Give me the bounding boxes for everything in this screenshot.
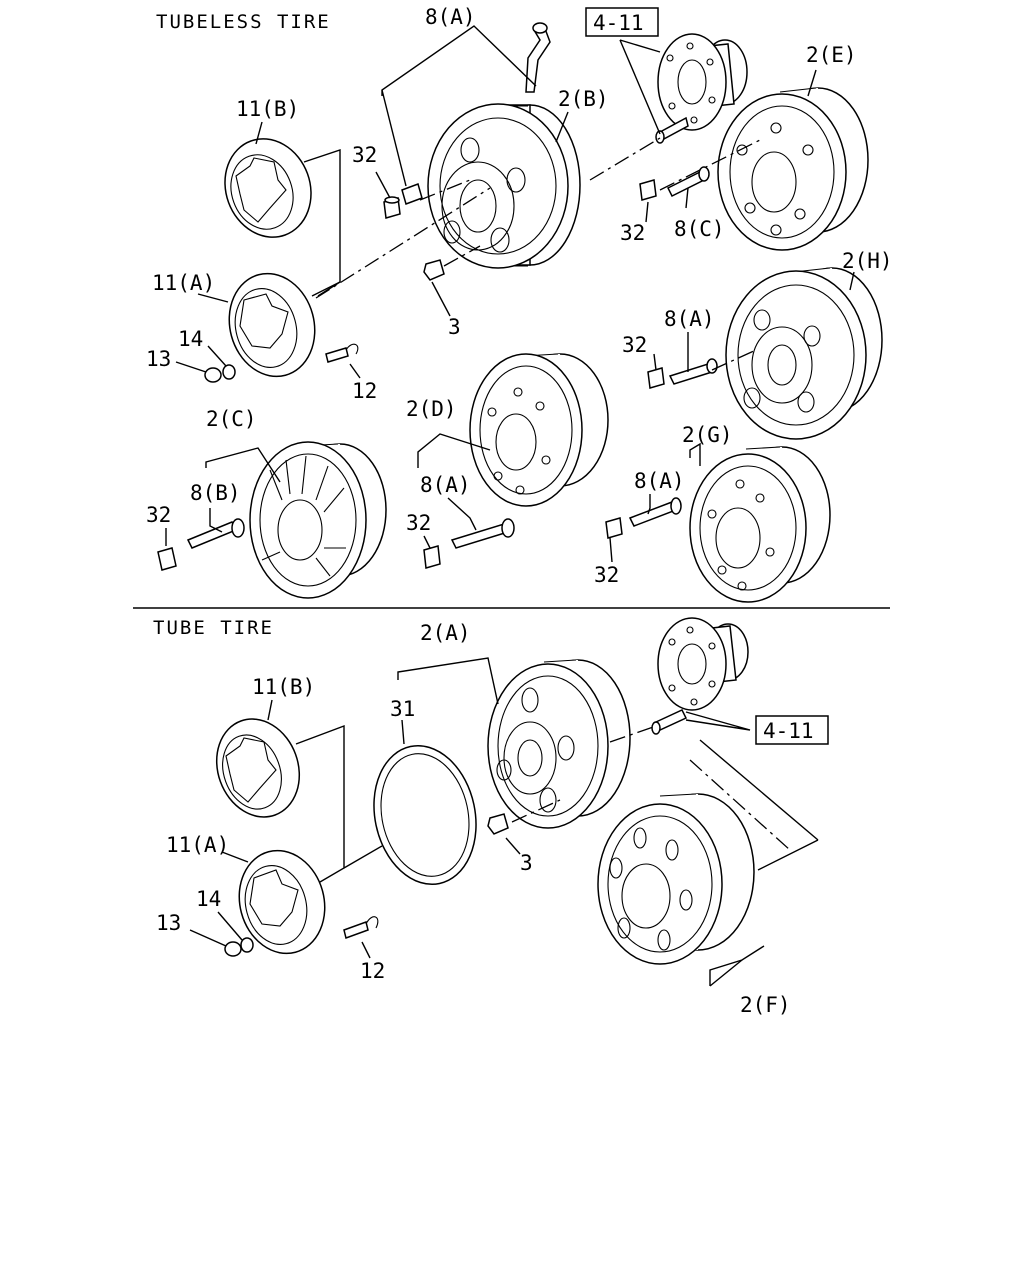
svg-text:4-11: 4-11 bbox=[763, 719, 814, 743]
washer-14-bottom bbox=[240, 937, 254, 953]
callout-32-e: 32 bbox=[406, 511, 431, 535]
valve-nut-top bbox=[401, 183, 423, 205]
callout-32-b: 32 bbox=[620, 221, 645, 245]
callout-12-bottom: 12 bbox=[360, 959, 385, 983]
hub-cap-11A-top bbox=[228, 272, 316, 378]
callout-32-f: 32 bbox=[594, 563, 619, 587]
callout-2H: 2(H) bbox=[842, 249, 893, 273]
callout-2C: 2(C) bbox=[206, 407, 257, 431]
callout-8A-mid: 8(A) bbox=[420, 473, 471, 497]
callout-11B-bottom: 11(B) bbox=[252, 675, 315, 699]
wheel-2C bbox=[249, 441, 387, 599]
callout-14-top: 14 bbox=[178, 327, 203, 351]
wheel-2G bbox=[689, 446, 831, 603]
cap-32-c bbox=[647, 367, 665, 389]
callout-11A-bottom: 11(A) bbox=[166, 833, 229, 857]
hub-cap-11B-bottom bbox=[215, 718, 301, 818]
callout-8A-top: 8(A) bbox=[425, 5, 476, 29]
washer-14-top bbox=[222, 364, 236, 380]
callout-2D: 2(D) bbox=[406, 397, 457, 421]
callout-3-top: 3 bbox=[448, 315, 461, 339]
valve-stem-8B bbox=[186, 518, 245, 549]
centerlines-top bbox=[315, 137, 761, 371]
wheel-2B bbox=[427, 103, 581, 269]
section-title-tube: TUBE TIRE bbox=[153, 617, 274, 639]
callout-2F: 2(F) bbox=[740, 993, 791, 1017]
callout-14-bottom: 14 bbox=[196, 887, 221, 911]
cap-32-d bbox=[157, 547, 177, 571]
callout-labels: 8(A) 2(E) 11(B) 2(B) 32 32 8(C) 2(H) 11(… bbox=[146, 5, 893, 1017]
leader-lines-top bbox=[165, 25, 855, 563]
hub-cap-11B-top bbox=[224, 138, 312, 238]
callout-32-d: 32 bbox=[146, 503, 171, 527]
wheel-hub-bottom bbox=[657, 617, 749, 711]
wheel-2E bbox=[717, 87, 869, 251]
valve-stem-8A-right bbox=[668, 358, 718, 385]
wheel-2F bbox=[597, 793, 755, 965]
callout-8B: 8(B) bbox=[190, 481, 241, 505]
section-title-tubeless: TUBELESS TIRE bbox=[156, 11, 331, 33]
cap-32-b bbox=[639, 179, 657, 201]
cap-32-a bbox=[383, 196, 401, 219]
callout-2A: 2(A) bbox=[420, 621, 471, 645]
callout-8A-right: 8(A) bbox=[664, 307, 715, 331]
stud-12-top bbox=[325, 343, 359, 363]
reference-box-bottom[interactable]: 4-11 bbox=[755, 715, 829, 745]
callout-13-bottom: 13 bbox=[156, 911, 181, 935]
valve-stem-8A-top bbox=[525, 22, 551, 93]
nut-13-bottom bbox=[224, 941, 242, 957]
reference-box-top[interactable]: 4-11 bbox=[585, 7, 659, 37]
callout-13-top: 13 bbox=[146, 347, 171, 371]
valve-stem-8A-mid bbox=[450, 518, 515, 549]
wheel-hub-top bbox=[657, 33, 748, 131]
callout-2B: 2(B) bbox=[558, 87, 609, 111]
flap-31 bbox=[373, 744, 477, 886]
callout-32-c: 32 bbox=[622, 333, 647, 357]
callout-12-top: 12 bbox=[352, 379, 377, 403]
hub-bolt-top bbox=[655, 116, 689, 144]
cap-32-e bbox=[423, 545, 441, 569]
wheel-2D bbox=[469, 353, 609, 507]
callout-8C: 8(C) bbox=[674, 217, 725, 241]
nut-3-bottom bbox=[487, 813, 509, 835]
wheel-2A bbox=[487, 659, 631, 829]
cap-32-f bbox=[605, 517, 623, 539]
wheel-2H bbox=[725, 267, 883, 440]
valve-stem-8C bbox=[666, 166, 710, 198]
callout-2E: 2(E) bbox=[806, 43, 857, 67]
svg-text:4-11: 4-11 bbox=[593, 11, 644, 35]
callout-8A-low: 8(A) bbox=[634, 469, 685, 493]
callout-11B-top: 11(B) bbox=[236, 97, 299, 121]
hub-cap-11A-bottom bbox=[238, 849, 326, 955]
callout-2G: 2(G) bbox=[682, 423, 733, 447]
centerlines-bottom bbox=[511, 725, 791, 851]
nut-3-top bbox=[423, 259, 445, 281]
stud-12-bottom bbox=[343, 916, 379, 939]
callout-31: 31 bbox=[390, 697, 415, 721]
callout-3-bottom: 3 bbox=[520, 851, 533, 875]
callout-11A-top: 11(A) bbox=[152, 271, 215, 295]
leader-lines-bottom bbox=[189, 657, 819, 987]
valve-stem-8A-low bbox=[628, 497, 682, 527]
nut-13-top bbox=[204, 367, 222, 383]
callout-32-a: 32 bbox=[352, 143, 377, 167]
hub-bolt-bottom bbox=[651, 709, 688, 735]
